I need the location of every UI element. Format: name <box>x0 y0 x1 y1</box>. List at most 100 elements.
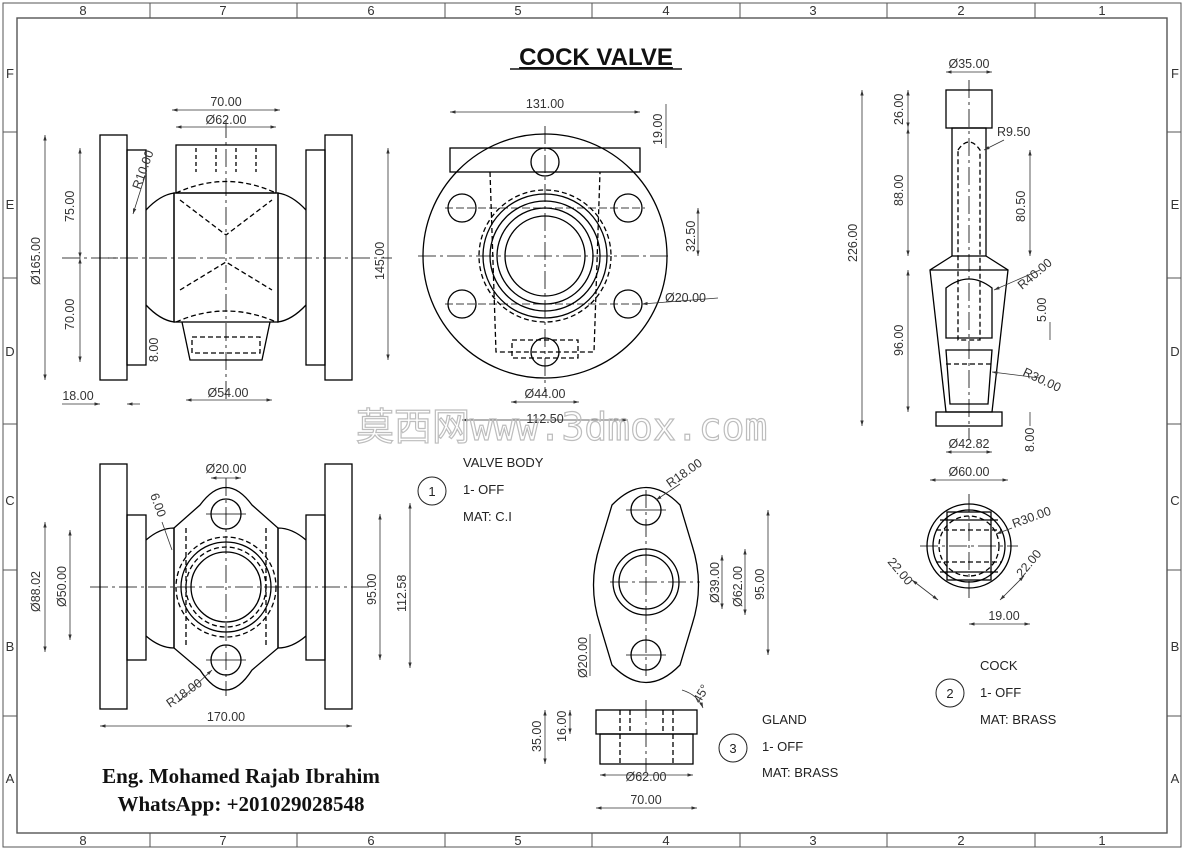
zone-col-label: 2 <box>957 3 964 18</box>
dim-text: 112.50 <box>526 412 563 426</box>
dim-text: 95.00 <box>753 569 767 600</box>
dim-text: 95.00 <box>365 574 379 605</box>
part-material: MAT: BRASS <box>762 765 839 780</box>
dim-text: 145.00 <box>373 242 387 280</box>
zone-col-label: 7 <box>219 833 226 848</box>
dim-text: 6.00 <box>147 491 168 519</box>
part-material: MAT: BRASS <box>980 712 1057 727</box>
cock-top-view <box>920 494 1018 598</box>
dim-text: 80.50 <box>1014 191 1028 222</box>
dim-text: Ø62.00 <box>625 770 666 784</box>
zone-labels-left: F E D C B A <box>5 66 14 786</box>
dim-text: 70.00 <box>63 299 77 330</box>
dim-text: Ø50.00 <box>55 566 69 607</box>
zone-row-label: F <box>6 66 14 81</box>
dim-text: 70.00 <box>210 95 241 109</box>
zone-row-label: E <box>1171 197 1180 212</box>
zone-col-label: 3 <box>809 833 816 848</box>
zone-row-label: D <box>5 344 14 359</box>
part-number: 1 <box>428 484 435 499</box>
part-qty: 1- OFF <box>762 739 803 754</box>
zone-col-label: 6 <box>367 833 374 848</box>
dim-text: Ø20.00 <box>576 637 590 678</box>
dim-text: Ø20.00 <box>665 291 706 305</box>
part-name: VALVE BODY <box>463 455 544 470</box>
valve-body-front-dimensions <box>43 108 390 406</box>
dim-text: 70.00 <box>630 793 661 807</box>
dim-text: Ø35.00 <box>948 57 989 71</box>
dim-text: 18.00 <box>62 389 93 403</box>
zone-col-label: 1 <box>1098 833 1105 848</box>
dim-text: 35.00 <box>530 721 544 752</box>
zone-col-label: 5 <box>514 3 521 18</box>
dim-text: Ø20.00 <box>205 462 246 476</box>
dim-text: R30.00 <box>1021 365 1063 395</box>
part-number: 3 <box>729 741 736 756</box>
zone-row-label: D <box>1170 344 1179 359</box>
zone-row-label: B <box>1171 639 1180 654</box>
zone-col-label: 8 <box>79 3 86 18</box>
zone-row-label: E <box>6 197 15 212</box>
dim-text: Ø165.00 <box>29 237 43 285</box>
gland-top-view <box>592 486 700 684</box>
dim-text: Ø88.02 <box>29 571 43 612</box>
zone-row-label: C <box>5 493 14 508</box>
dim-text: 26.00 <box>892 94 906 125</box>
dim-text: R30.00 <box>1010 504 1053 531</box>
valve-body-front-dimension-texts: 70.00 Ø62.00 R10.00 75.00 Ø165.00 70.00 … <box>29 95 387 403</box>
part-qty: 1- OFF <box>463 482 504 497</box>
zone-col-label: 6 <box>367 3 374 18</box>
gland-front-view <box>595 700 698 772</box>
dim-text: Ø54.00 <box>207 386 248 400</box>
gland-top-dimension-texts: R18.00 Ø39.00 Ø62.00 95.00 Ø20.00 <box>576 456 767 678</box>
dim-text: 8.00 <box>1023 428 1037 452</box>
dim-text: R18.00 <box>164 676 205 711</box>
part-number: 2 <box>946 686 953 701</box>
part-label-gland: 3 GLAND 1- OFF MAT: BRASS <box>718 712 839 780</box>
zone-labels-right: F E D C B A <box>1170 66 1179 786</box>
valve-body-top-view <box>90 463 370 710</box>
dim-text: 16.00 <box>555 711 569 742</box>
zone-col-label: 8 <box>79 833 86 848</box>
gland-top-dimensions <box>589 483 770 676</box>
dim-text: Ø44.00 <box>524 387 565 401</box>
part-name: COCK <box>980 658 1018 673</box>
zone-labels-top: 8 7 6 5 4 3 2 1 <box>79 3 1105 18</box>
dim-text: 96.00 <box>892 325 906 356</box>
zone-col-label: 7 <box>219 3 226 18</box>
dim-text: 88.00 <box>892 175 906 206</box>
cock-front-dimension-texts: Ø35.00 26.00 R9.50 88.00 80.50 226.00 R4… <box>846 57 1063 479</box>
zone-row-label: B <box>6 639 15 654</box>
dim-text: 8.00 <box>147 338 161 362</box>
zone-col-label: 4 <box>662 3 669 18</box>
dim-text: 22.00 <box>885 555 916 588</box>
zone-row-label: C <box>1170 493 1179 508</box>
dim-text: 131.00 <box>526 97 564 111</box>
zone-row-label: A <box>1171 771 1180 786</box>
drawing-title: COCK VALVE <box>519 44 673 71</box>
zone-col-label: 3 <box>809 3 816 18</box>
dim-text: 170.00 <box>207 710 245 724</box>
valve-body-side-dimension-texts: 131.00 19.00 32.50 Ø20.00 Ø44.00 112.50 <box>524 97 706 426</box>
dim-text: 22.00 <box>1014 547 1045 580</box>
valve-body-top-dimensions <box>43 476 412 728</box>
dim-text: R10.00 <box>130 148 157 191</box>
dim-text: R40.00 <box>1015 256 1055 293</box>
zone-row-label: A <box>6 771 15 786</box>
part-label-valve-body: 1 VALVE BODY 1- OFF MAT: C.I <box>417 455 544 524</box>
part-name: GLAND <box>762 712 807 727</box>
valve-body-front-view <box>62 120 392 400</box>
dim-text: 75.00 <box>63 191 77 222</box>
author-name: Eng. Mohamed Rajab Ibrahim <box>102 764 380 788</box>
author-contact: WhatsApp: +201029028548 <box>117 792 364 816</box>
dim-text: 19.00 <box>651 114 665 145</box>
cock-front-dimensions <box>860 70 1051 482</box>
valve-body-side-dimensions <box>450 104 719 422</box>
dim-text: 45° <box>690 682 712 705</box>
dim-text: 19.00 <box>988 609 1019 623</box>
part-material: MAT: C.I <box>463 509 512 524</box>
zone-col-label: 1 <box>1098 3 1105 18</box>
zone-col-label: 4 <box>662 833 669 848</box>
watermark-text: 莫西网www.3dmox.com <box>356 405 767 449</box>
